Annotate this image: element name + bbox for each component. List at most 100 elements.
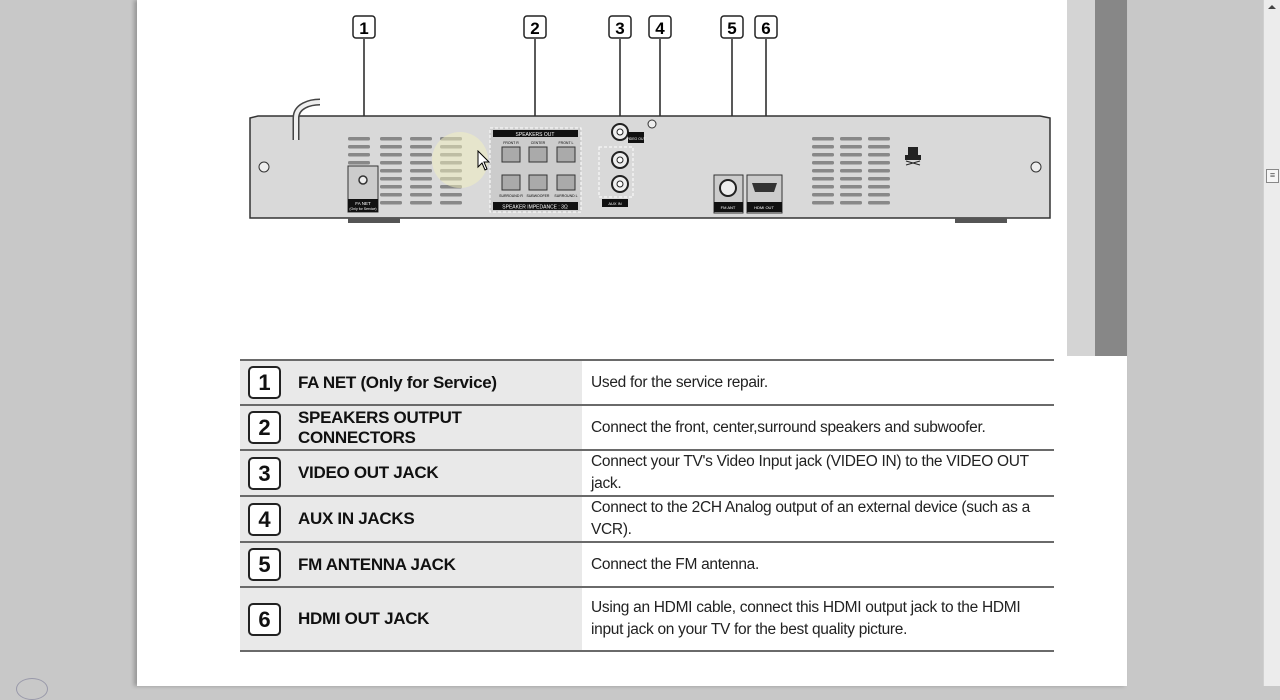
- vent-slot: [440, 201, 462, 205]
- vent-slot: [348, 145, 370, 149]
- vent-slot: [440, 193, 462, 197]
- row-number-badge: 6: [248, 602, 281, 636]
- vent-slot: [410, 161, 432, 165]
- row-number-badge: 1: [248, 366, 281, 399]
- vent-slot: [812, 193, 834, 197]
- svg-text:FRONT R: FRONT R: [503, 141, 519, 145]
- vent-slot: [840, 201, 862, 205]
- vent-slot: [410, 201, 432, 205]
- vent-slot: [348, 153, 370, 157]
- connector-description: Connect to the 2CH Analog output of an e…: [582, 495, 1054, 542]
- svg-text:SPEAKER IMPEDANCE : 3Ω: SPEAKER IMPEDANCE : 3Ω: [502, 205, 568, 211]
- callout-6: 6: [754, 15, 778, 39]
- vent-slot: [812, 161, 834, 165]
- table-row: 6 HDMI OUT JACK Using an HDMI cable, con…: [240, 586, 1054, 652]
- page-edge-overlay: [1067, 0, 1095, 356]
- connector-name: VIDEO OUT JACK: [298, 449, 582, 496]
- callout-2: 2: [523, 15, 547, 39]
- vent-slot: [812, 145, 834, 149]
- svg-text:FA NET: FA NET: [355, 201, 371, 206]
- svg-text:(Only for Service): (Only for Service): [349, 207, 376, 211]
- vent-slot: [840, 177, 862, 181]
- svg-text:FM ANT: FM ANT: [721, 205, 736, 210]
- connector-description: Used for the service repair.: [582, 359, 1054, 405]
- vent-slot: [868, 201, 890, 205]
- vent-slot: [840, 169, 862, 173]
- vent-slot: [410, 153, 432, 157]
- svg-text:3: 3: [615, 19, 624, 38]
- svg-text:AUX IN: AUX IN: [608, 201, 621, 206]
- vent-slot: [348, 161, 370, 165]
- vent-slot: [812, 177, 834, 181]
- vent-slot: [410, 185, 432, 189]
- vertical-scrollbar[interactable]: ≡: [1263, 0, 1280, 686]
- svg-text:SUBWOOFER: SUBWOOFER: [527, 194, 550, 198]
- connector-description: Connect the FM antenna.: [582, 541, 1054, 587]
- vent-slot: [410, 169, 432, 173]
- svg-text:1: 1: [359, 19, 368, 38]
- table-row: 1 FA NET (Only for Service) Used for the…: [240, 359, 1054, 405]
- mouse-cursor-icon: [477, 150, 491, 171]
- vent-slot: [348, 137, 370, 141]
- scroll-up-arrow-icon[interactable]: [1268, 5, 1276, 9]
- vent-slot: [868, 153, 890, 157]
- vent-slot: [380, 169, 402, 173]
- svg-text:HDMI OUT: HDMI OUT: [754, 205, 774, 210]
- vent-slot: [812, 185, 834, 189]
- vent-slot: [812, 153, 834, 157]
- vent-slot: [868, 169, 890, 173]
- table-row: 4 AUX IN JACKS Connect to the 2CH Analog…: [240, 495, 1054, 542]
- vent-slot: [410, 145, 432, 149]
- vent-slot: [380, 145, 402, 149]
- connector-table: 1 FA NET (Only for Service) Used for the…: [240, 359, 1054, 652]
- vent-slot: [840, 185, 862, 189]
- connector-description: Connect your TV's Video Input jack (VIDE…: [582, 449, 1054, 496]
- vent-slot: [868, 185, 890, 189]
- svg-text:4: 4: [655, 19, 665, 38]
- vent-slot: [410, 177, 432, 181]
- vent-slot: [812, 137, 834, 141]
- svg-text:VIDEO OUT: VIDEO OUT: [626, 137, 646, 141]
- vent-slot: [380, 185, 402, 189]
- vent-slot: [868, 193, 890, 197]
- connector-description: Using an HDMI cable, connect this HDMI o…: [582, 586, 1054, 652]
- callout-5: 5: [720, 15, 744, 39]
- vent-slot: [380, 137, 402, 141]
- ground-icon: [905, 147, 921, 166]
- row-number-badge: 5: [248, 548, 281, 581]
- vent-slot: [380, 193, 402, 197]
- table-row: 2 SPEAKERS OUTPUT CONNECTORS Connect the…: [240, 404, 1054, 450]
- connector-name: SPEAKERS OUTPUT CONNECTORS: [298, 404, 582, 450]
- svg-text:6: 6: [761, 19, 770, 38]
- vent-slot: [868, 161, 890, 165]
- connector-name: HDMI OUT JACK: [298, 586, 582, 652]
- callout-4: 4: [648, 15, 672, 39]
- vent-slot: [380, 177, 402, 181]
- svg-text:SPEAKERS OUT: SPEAKERS OUT: [516, 132, 555, 138]
- connector-name: FA NET (Only for Service): [298, 359, 582, 405]
- vent-slot: [840, 145, 862, 149]
- svg-text:5: 5: [727, 19, 736, 38]
- svg-text:CENTER: CENTER: [531, 141, 546, 145]
- vent-slot: [380, 161, 402, 165]
- connector-name: AUX IN JACKS: [298, 495, 582, 542]
- row-number-badge: 3: [248, 456, 281, 490]
- svg-text:SURROUND L: SURROUND L: [554, 194, 577, 198]
- row-number-badge: 4: [248, 502, 281, 536]
- vent-slot: [840, 193, 862, 197]
- vent-slot: [868, 145, 890, 149]
- disc-icon: [16, 678, 48, 700]
- vent-slot: [812, 201, 834, 205]
- vent-slot: [840, 153, 862, 157]
- vent-slot: [380, 201, 402, 205]
- svg-text:SURROUND R: SURROUND R: [499, 194, 523, 198]
- callout-3: 3: [608, 15, 632, 39]
- vent-slot: [840, 137, 862, 141]
- scroll-thumb-grip-icon[interactable]: ≡: [1266, 169, 1279, 183]
- row-number-badge: 2: [248, 411, 281, 444]
- callout-1: 1: [352, 15, 376, 39]
- vent-slot: [380, 153, 402, 157]
- table-row: 3 VIDEO OUT JACK Connect your TV's Video…: [240, 449, 1054, 496]
- vent-slot: [840, 161, 862, 165]
- connector-description: Connect the front, center,surround speak…: [582, 404, 1054, 450]
